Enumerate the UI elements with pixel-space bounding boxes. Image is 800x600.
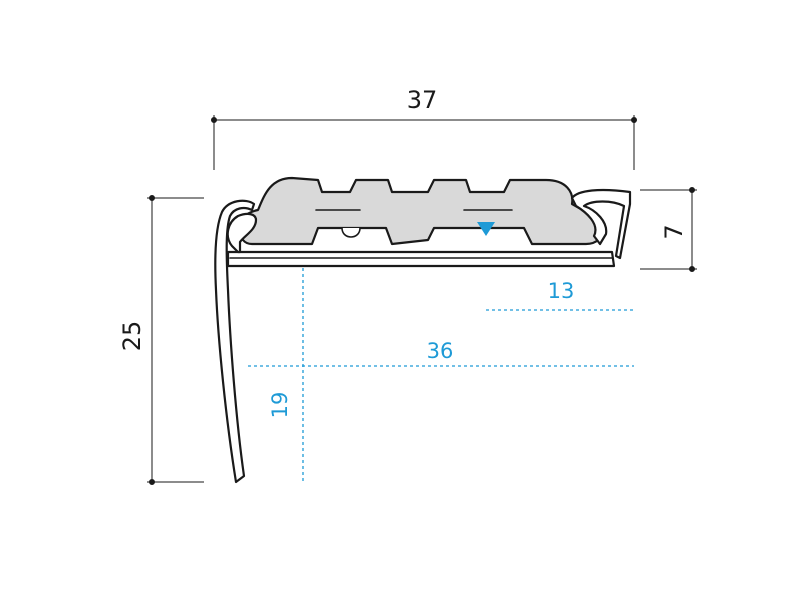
- label-inner-offset: 13: [548, 279, 575, 303]
- label-overall-width: 37: [407, 86, 438, 114]
- width-dimension-dot-left: [211, 117, 217, 123]
- tread-dimension-dot-bottom: [689, 266, 695, 272]
- height-dimension-dot-top: [149, 195, 155, 201]
- width-dimension-dot-right: [631, 117, 637, 123]
- reference-lines: [248, 262, 634, 482]
- profile: [214, 176, 632, 484]
- label-tread-height: 7: [660, 224, 688, 239]
- tread-dimension-dot-top: [689, 187, 695, 193]
- height-dimension-dot-bottom: [149, 479, 155, 485]
- carrier-base-plate: [226, 250, 616, 268]
- carrier-right-hook: [570, 188, 632, 260]
- label-nose-depth: 19: [268, 392, 292, 419]
- triangle-marker-icon: [477, 222, 495, 236]
- carrier-vertical-leg: [214, 199, 256, 484]
- label-inner-width: 36: [427, 339, 454, 363]
- dimension-lines: [147, 115, 697, 485]
- grey-insert: [238, 176, 604, 246]
- label-overall-height: 25: [118, 321, 146, 352]
- insert-bump: [341, 227, 361, 238]
